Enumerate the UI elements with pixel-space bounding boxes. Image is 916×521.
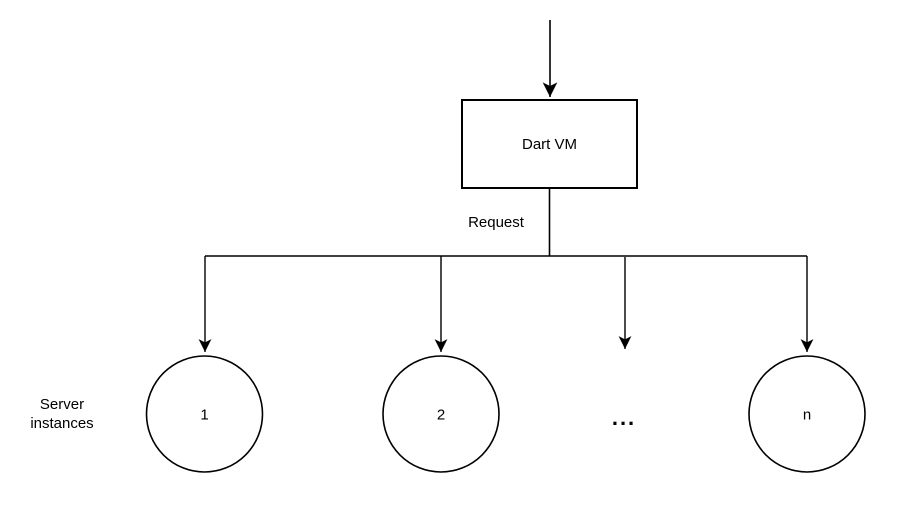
server-instance-label-1: 1: [200, 407, 208, 424]
server-instances-ellipsis: ...: [612, 405, 636, 430]
server-instance-label-2: 2: [437, 407, 445, 424]
server-instance-circle-n: [748, 355, 866, 473]
server-instance-circle-2: [382, 355, 500, 473]
server-instances-group-label-line1: Server: [40, 396, 84, 413]
server-instance-label-n: n: [803, 407, 811, 424]
request-edge-label: Request: [468, 214, 525, 231]
server-instances-group-label-line2: instances: [30, 415, 93, 432]
dart-vm-label: Dart VM: [522, 136, 577, 153]
server-instance-circle-1: [145, 355, 264, 473]
